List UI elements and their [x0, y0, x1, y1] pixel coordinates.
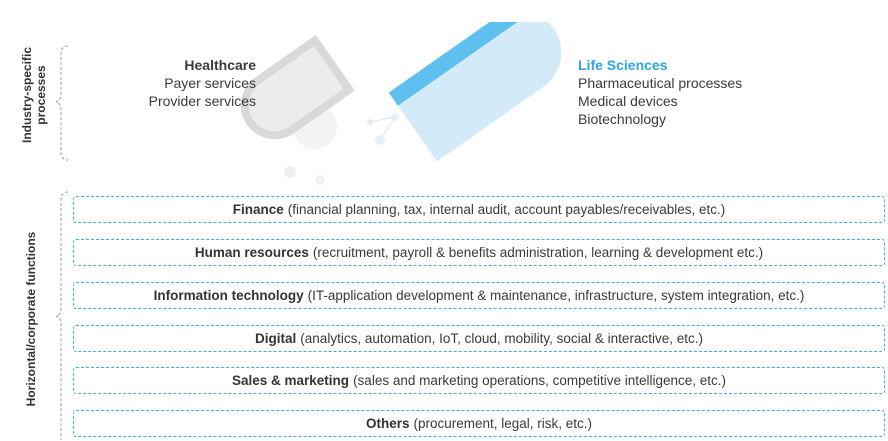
- horizontal-brace: [55, 191, 69, 440]
- life-sciences-group: Life Sciences Pharmaceutical processes M…: [578, 56, 742, 128]
- function-finance: Finance (financial planning, tax, intern…: [73, 196, 885, 223]
- function-detail: (analytics, automation, IoT, cloud, mobi…: [300, 331, 703, 346]
- healthcare-item: Provider services: [148, 93, 256, 109]
- function-detail: (sales and marketing operations, competi…: [353, 373, 726, 388]
- industry-label-line-1: Industry-specific: [20, 46, 34, 144]
- function-name: Digital: [255, 331, 297, 346]
- healthcare-title: Healthcare: [184, 57, 256, 73]
- function-others: Others (procurement, legal, risk, etc.): [73, 410, 885, 437]
- life-sciences-title: Life Sciences: [578, 57, 668, 73]
- industry-label-line-2: processes: [34, 65, 48, 125]
- function-digital: Digital (analytics, automation, IoT, clo…: [73, 325, 885, 352]
- healthcare-group: Healthcare Payer services Provider servi…: [149, 56, 256, 110]
- function-detail: (financial planning, tax, internal audit…: [287, 202, 726, 217]
- function-sales-marketing: Sales & marketing (sales and marketing o…: [73, 367, 885, 394]
- function-detail: (recruitment, payroll & benefits adminis…: [312, 245, 764, 260]
- function-detail: (IT-application development & maintenanc…: [307, 288, 805, 303]
- function-name: Human resources: [194, 245, 309, 260]
- function-name: Finance: [232, 202, 284, 217]
- life-sciences-item: Pharmaceutical processes: [578, 75, 743, 91]
- industry-specific-label: Industry-specific processes: [20, 35, 48, 155]
- horizontal-functions-label: Horizontal/corporate functions: [24, 231, 38, 407]
- function-name: Sales & marketing: [232, 373, 350, 388]
- healthcare-item: Payer services: [164, 75, 256, 91]
- function-name: Information technology: [153, 288, 304, 303]
- function-name: Others: [365, 416, 410, 431]
- industry-brace: [55, 45, 69, 161]
- capsule-illustration: [240, 22, 562, 214]
- life-sciences-item: Biotechnology: [578, 111, 666, 127]
- function-information-technology: Information technology (IT-application d…: [73, 282, 885, 309]
- molecule-icon: [369, 116, 396, 141]
- function-detail: (procurement, legal, risk, etc.): [413, 416, 593, 431]
- function-human-resources: Human resources (recruitment, payroll & …: [73, 239, 885, 266]
- life-sciences-item: Medical devices: [578, 93, 678, 109]
